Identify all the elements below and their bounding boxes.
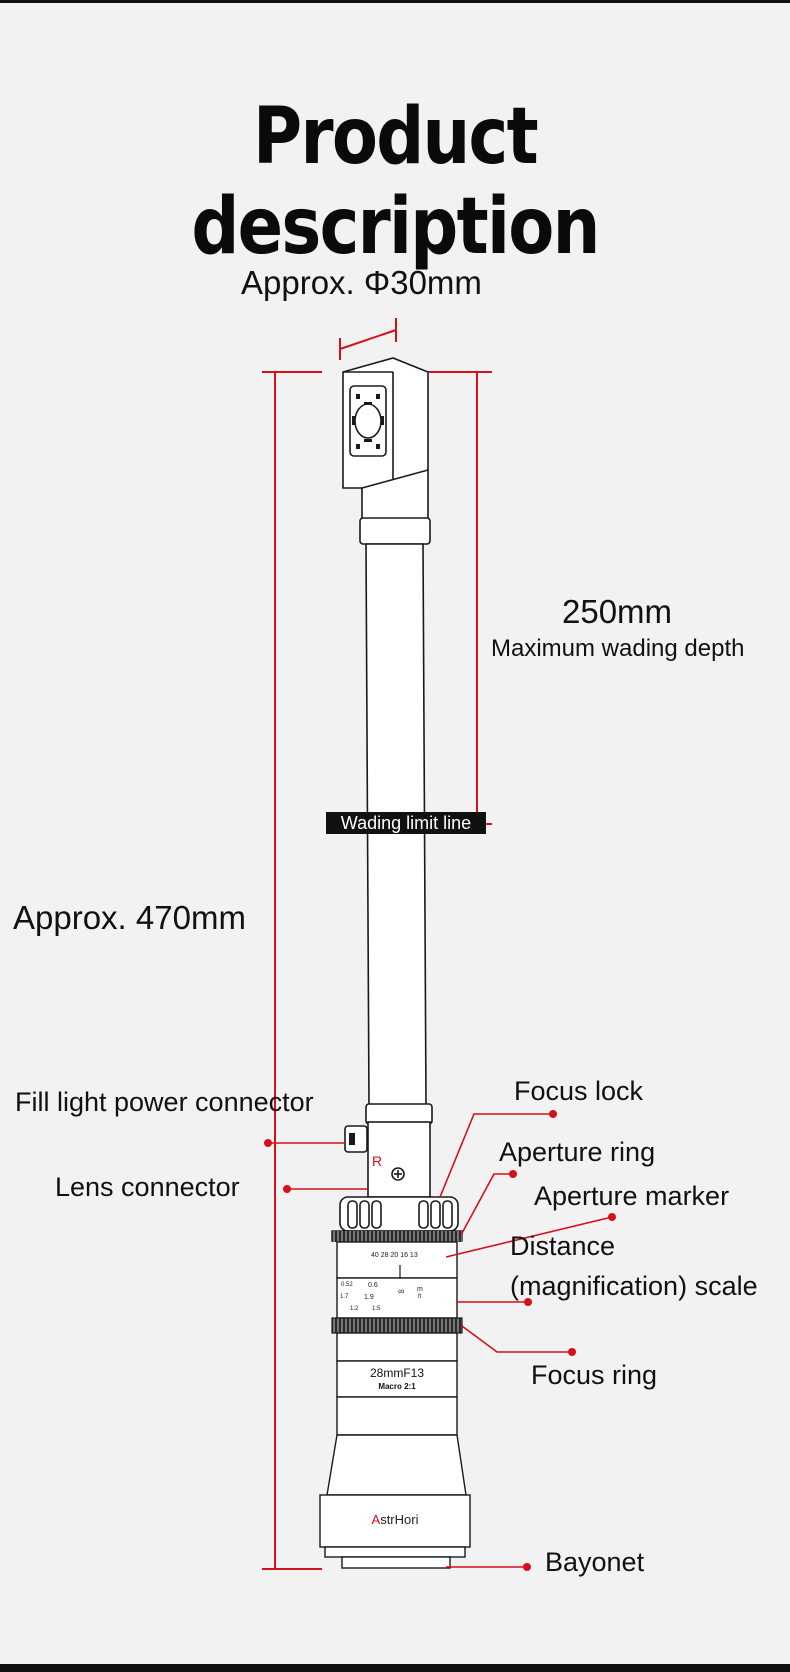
callout-dots [264,1110,616,1571]
bayonet-mount [341,1556,451,1569]
scale-value-1b: 0.6 [368,1282,378,1289]
brand-logo-accent: A [371,1512,381,1527]
lens-macro-text: Macro 2:1 [378,1382,416,1391]
diameter-label: Approx. Φ30mm [241,264,482,301]
page-title: Product description [191,92,600,272]
lens-connector-label: Lens connector [55,1172,240,1202]
focus-ring-grip [331,1317,463,1334]
model-band [336,1360,458,1398]
scale-value-2a: 1.7 [340,1294,349,1300]
scale-unit-ft: ft [418,1294,422,1300]
aperture-ring-label: Aperture ring [499,1137,656,1167]
bottom-border [0,1664,790,1672]
head-collar [359,517,431,545]
scale-value-3a: 1:2 [350,1306,359,1312]
depth-value-label: 250mm [562,593,673,630]
aperture-ring-grip [332,1231,462,1242]
bayonet-label: Bayonet [545,1547,645,1577]
lens-hood-taper [326,1434,467,1496]
brand-logo-rest: strHori [380,1512,419,1527]
focus-ring-label: Focus ring [531,1360,658,1390]
scale-value-1a: 0.52 [341,1282,353,1288]
infinity-mark: ∞ [398,1286,405,1296]
top-border [0,0,790,3]
focus-lock-ring [339,1196,459,1232]
aperture-scale-barrel [336,1241,458,1279]
head-lens-window [354,403,382,439]
total-length-label: Approx. 470mm [13,899,246,936]
diameter-dimension [339,329,397,350]
distance-scale-label-line1: Distance [510,1231,616,1261]
focus-lock-label: Focus lock [514,1076,644,1106]
brand-logo: AstrHori [320,1512,470,1527]
callout-leaders [268,1113,613,1568]
lens-hood-base [319,1494,471,1548]
depth-caption-label: Maximum wading depth [491,635,745,662]
lens-model-text: 28mmF13 [369,1366,425,1380]
scale-value-2b: 1.9 [364,1294,374,1301]
connector-block [344,1103,433,1198]
distance-scale-barrel [336,1277,458,1319]
scale-value-3b: 1:5 [372,1306,381,1312]
connector-letter: R [372,1153,383,1169]
aperture-marker-label: Aperture marker [534,1181,730,1211]
wading-limit-line-label: Wading limit line [326,812,486,834]
camera-head [342,357,431,545]
fill-light-connector-label: Fill light power connector [15,1087,314,1117]
dimension-lines [262,318,492,1570]
aperture-values: 40 28 20 16 13 [371,1252,418,1259]
distance-scale-label-line2: (magnification) scale [510,1271,758,1301]
fill-light-port [344,1125,368,1153]
scale-unit-m: m [417,1286,423,1293]
lower-barrel [319,1332,471,1569]
